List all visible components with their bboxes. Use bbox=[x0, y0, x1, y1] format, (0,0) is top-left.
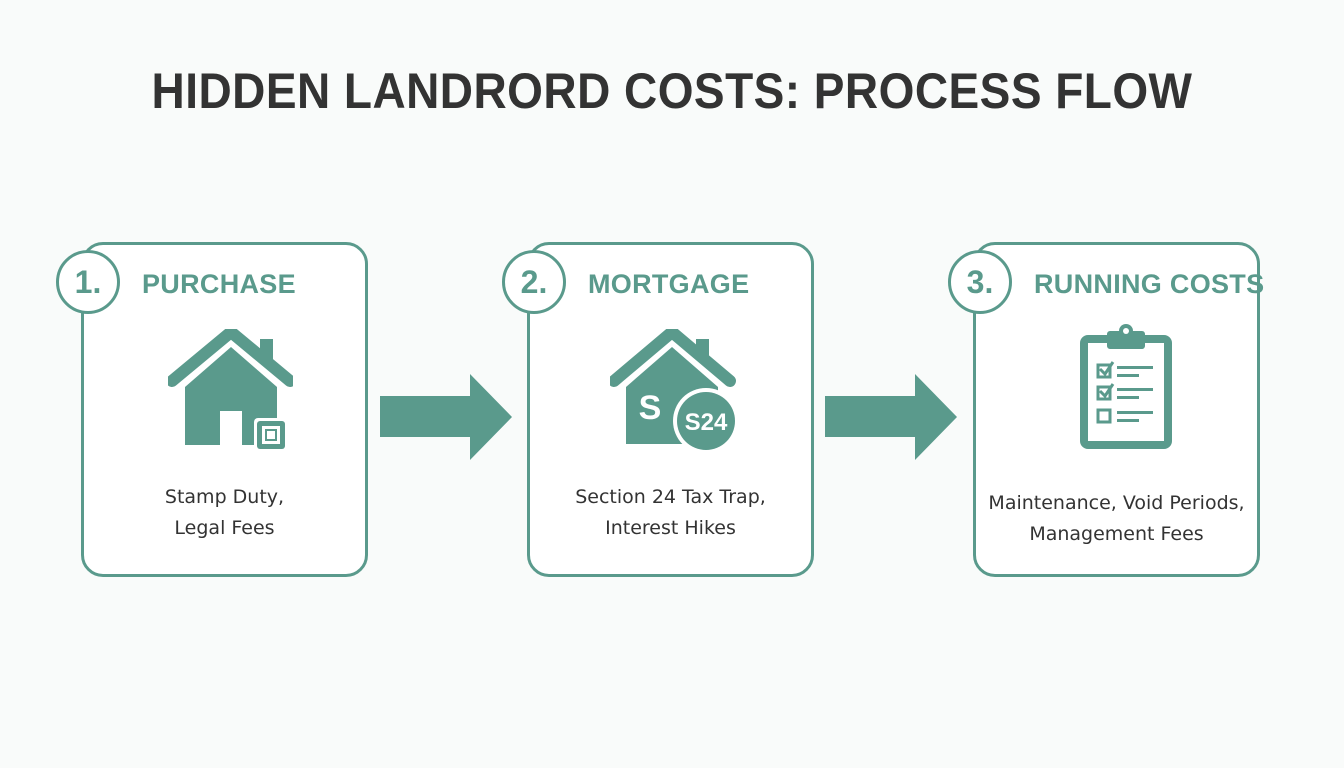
house-s24-icon: S S24 bbox=[610, 329, 739, 454]
step-card-mortgage: 2. MORTGAGE S S24 Section 24 Tax Trap, I… bbox=[502, 242, 814, 577]
step-number-badge: 3. bbox=[948, 250, 1012, 314]
house-icon bbox=[168, 329, 293, 452]
step-description: Stamp Duty, Legal Fees bbox=[164, 486, 285, 539]
step-card-running-costs: 3. RUNNING COSTS Maintenance, Void Perio… bbox=[948, 242, 1264, 577]
step-number-badge: 2. bbox=[502, 250, 566, 314]
step-title: PURCHASE bbox=[142, 269, 296, 299]
svg-text:S24: S24 bbox=[685, 409, 728, 436]
arrow-right-icon bbox=[825, 374, 957, 460]
step-title: MORTGAGE bbox=[588, 269, 750, 299]
step-number-badge: 1. bbox=[56, 250, 120, 314]
step-card-purchase: 1. PURCHASE Stamp Duty, Legal Fees bbox=[56, 242, 368, 577]
step-description: Maintenance, Void Periods, Management Fe… bbox=[988, 492, 1245, 545]
svg-text:S: S bbox=[639, 389, 662, 427]
step-title: RUNNING COSTS bbox=[1034, 269, 1265, 299]
clipboard-checklist-icon bbox=[1080, 324, 1172, 449]
arrow-right-icon bbox=[380, 374, 512, 460]
step-description: Section 24 Tax Trap, Interest Hikes bbox=[575, 486, 766, 539]
diagram-title: HIDDEN LANDRORD COSTS: PROCESS FLOW bbox=[151, 63, 1193, 119]
